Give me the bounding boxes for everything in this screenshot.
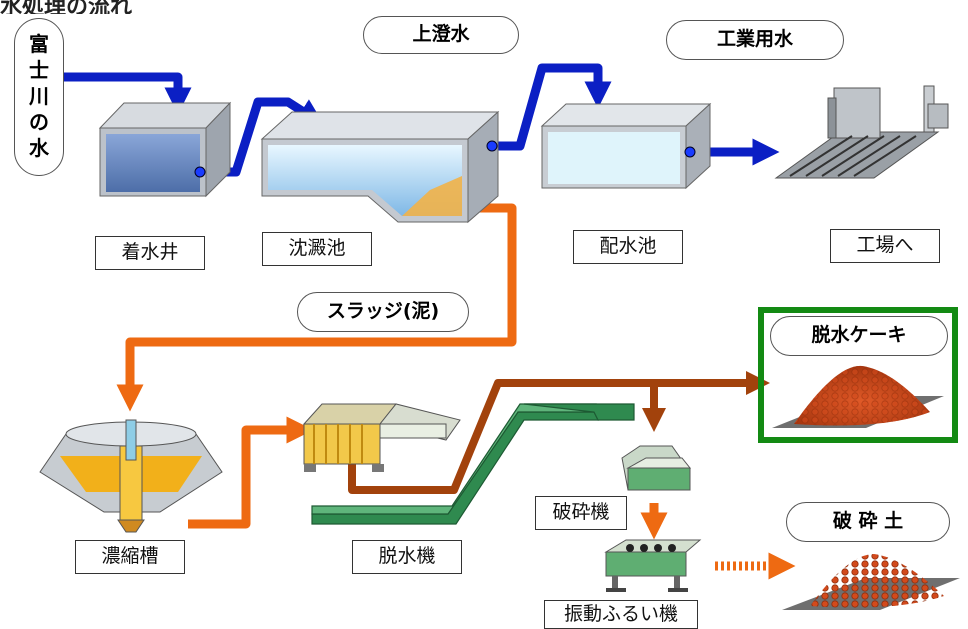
sludge-label: スラッジ(泥) xyxy=(297,292,469,332)
crusher-label: 破砕機 xyxy=(535,496,627,530)
to-factory-label: 工場へ xyxy=(830,229,940,263)
crushed-soil-pile xyxy=(782,554,960,610)
filter-press-machine xyxy=(302,403,461,472)
water-flow-arrows xyxy=(64,63,780,177)
vibrating-sieve-machine xyxy=(604,539,702,592)
thickener-label: 濃縮槽 xyxy=(75,540,185,574)
settling-basin-tank xyxy=(260,110,500,224)
industrial-water-label: 工業用水 xyxy=(666,20,844,60)
dewatered-cake-pile xyxy=(772,365,944,428)
settling-basin-label: 沈澱池 xyxy=(262,232,372,266)
clear-water-label: 上澄水 xyxy=(363,16,519,54)
dewatering-machine-label: 脱水機 xyxy=(352,540,462,574)
factory-illustration xyxy=(774,85,949,179)
receiving-well-label: 着水井 xyxy=(95,236,205,270)
distribution-reservoir-label: 配水池 xyxy=(573,230,683,264)
sludge-flow-arrows xyxy=(116,203,796,580)
dewatered-cake-highlight-frame xyxy=(758,307,958,443)
thickener-tank xyxy=(39,419,223,533)
heading-fragment: 水処理の流れ xyxy=(0,0,133,14)
crusher-machine xyxy=(621,445,692,491)
distribution-reservoir-tank xyxy=(540,102,712,190)
receiving-well-tank xyxy=(98,101,232,198)
crushed-soil-label: 破 砕 土 xyxy=(786,502,950,542)
vibrating-sieve-label: 振動ふるい機 xyxy=(544,600,698,629)
cake-flow-arrows xyxy=(348,371,770,494)
conveyor-belts xyxy=(311,403,635,525)
source-label-fuji-river: 富 士 川 の 水 xyxy=(14,18,64,176)
dewatered-cake-label: 脱水ケーキ xyxy=(770,316,948,356)
